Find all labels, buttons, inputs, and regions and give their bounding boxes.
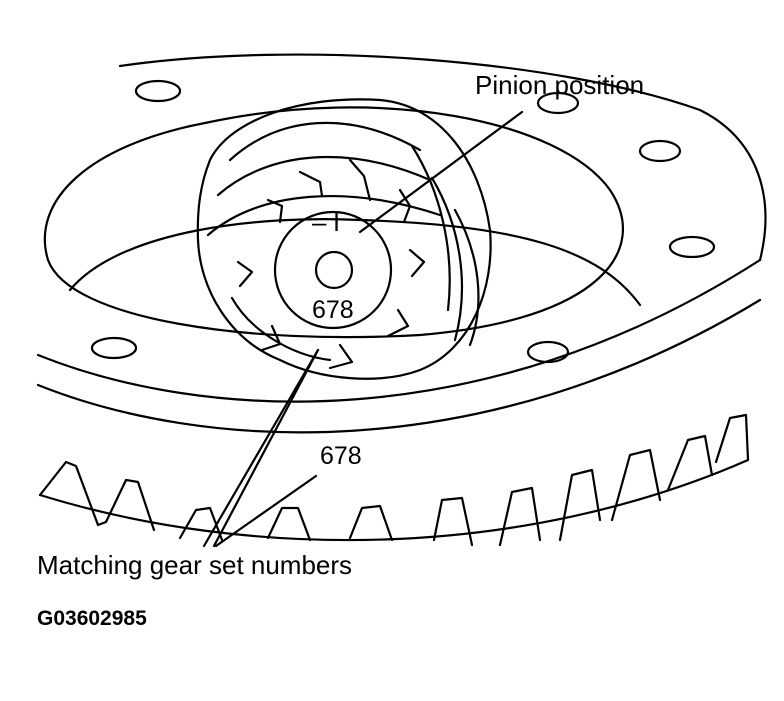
bolt-hole [638,139,682,163]
pinion-tooth [430,176,463,342]
ring-gear-outer-edge [118,53,767,262]
ring-gear-inner-bore [68,218,642,307]
pinion-tooth [216,155,432,197]
leader-line-ring-number [214,474,318,548]
pinion-gear-number: 678 [312,296,354,324]
ring-gear-tooth-base [38,458,750,542]
ring-gear-rim-upper [36,258,762,403]
bolt-hole [536,91,580,115]
pinion-tooth [453,208,480,347]
pinion-tooth [410,144,451,312]
bolt-hole [526,340,570,364]
pinion-position-mark: – l [312,207,340,237]
leader-line-pinion-position [358,110,524,234]
ring-gear-rim-lower [36,298,762,434]
pinion-tooth [206,195,442,237]
ring-gear-teeth [38,413,750,547]
leader-line-pinion-number-2 [212,348,320,548]
bolt-hole [668,235,716,259]
ring-gear [36,53,767,547]
pinion-tooth [230,296,332,362]
pinion-tooth [228,121,422,162]
pinion-outline [196,98,492,380]
pinion-gear [196,98,492,380]
leader-lines [202,110,524,548]
ring-gear-number: 678 [320,442,362,470]
pinion-face-circle [273,210,393,330]
pinion-notches [236,158,426,370]
leader-line-pinion-number [202,348,320,548]
matching-gear-set-numbers-label: Matching gear set numbers [37,550,353,580]
figure-id: G03602985 [37,607,147,630]
pinion-position-label: Pinion position [475,70,645,100]
pinion-center-bore [314,250,354,290]
bolt-hole [90,336,138,360]
bolt-hole [134,79,182,103]
